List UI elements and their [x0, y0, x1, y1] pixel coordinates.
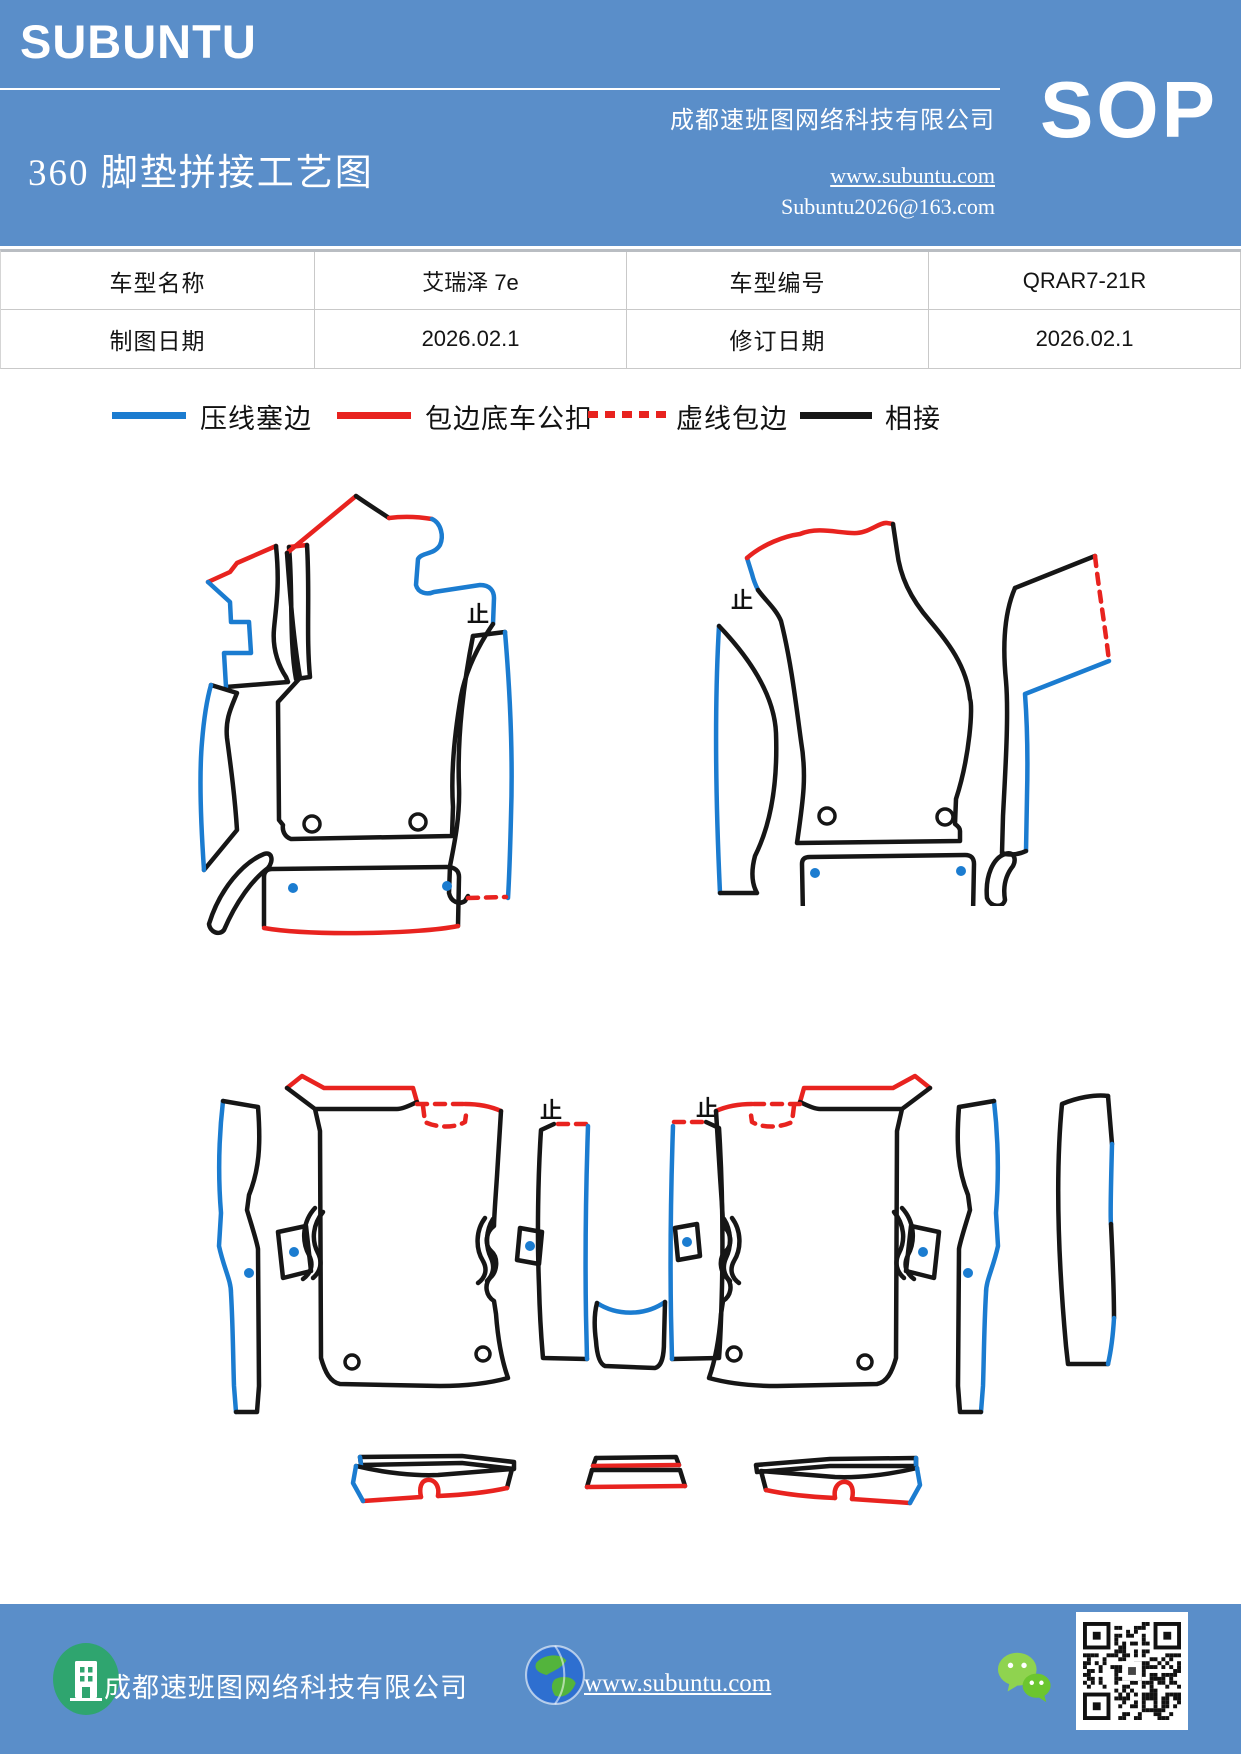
- snap-dot: [682, 1237, 692, 1247]
- mat-piece-small-hook: [984, 851, 1017, 906]
- header-divider: [0, 88, 1000, 90]
- mounting-hole: [817, 806, 837, 826]
- table-cell-model-code-value: QRAR7-21R: [929, 252, 1241, 310]
- mounting-hole: [474, 1345, 492, 1363]
- mat-piece-left-strip: [198, 682, 240, 873]
- mat-rear-left: [284, 1073, 545, 1389]
- footer-banner: 成都速班图网络科技有限公司 www.subuntu.com: [0, 1604, 1241, 1754]
- mat-piece-right-strip: 止: [446, 602, 514, 905]
- mounting-hole: [725, 1345, 743, 1363]
- mat-piece-right-wing: [999, 553, 1112, 857]
- mat-rear-right: [672, 1073, 933, 1389]
- mat-piece-far-right-strip: [1055, 1093, 1117, 1367]
- snap-dot: [288, 883, 298, 893]
- header-company-name: 成都速班图网络科技有限公司: [670, 108, 995, 134]
- building-icon: [53, 1643, 119, 1715]
- mat-piece-heel-pad: [261, 864, 462, 936]
- mounting-hole: [408, 812, 428, 832]
- legend-label-joint: 相接: [885, 404, 941, 434]
- table-cell-draw-date-label: 制图日期: [1, 310, 315, 368]
- header-website-link[interactable]: www.subuntu.com: [830, 163, 995, 188]
- snap-dot: [442, 881, 452, 891]
- snap-dot: [244, 1268, 254, 1278]
- table-cell-draw-date-value: 2026.02.1: [315, 310, 627, 368]
- mounting-hole: [343, 1353, 361, 1371]
- snap-dot: [525, 1241, 535, 1251]
- stop-mark: 止: [731, 588, 753, 613]
- mat-piece-top-left-hook: [205, 543, 291, 690]
- table-cell-revise-date-label: 修订日期: [627, 310, 929, 368]
- diagram-front-driver-mat: 止: [160, 446, 610, 946]
- legend-label-press-edge: 压线塞边: [200, 404, 312, 434]
- snap-dot: [810, 868, 820, 878]
- snap-dot: [956, 866, 966, 876]
- bottom-strips-left: [350, 1453, 517, 1504]
- header-email: Subuntu2026@163.com: [781, 194, 995, 219]
- stop-mark: 止: [540, 1098, 562, 1123]
- wechat-icon: [997, 1652, 1051, 1703]
- snap-dot: [289, 1247, 299, 1257]
- sop-label: SOP: [1040, 65, 1218, 154]
- left-side-clips: [275, 1205, 326, 1282]
- vehicle-info-table: 车型名称 艾瑞泽 7e 车型编号 QRAR7-21R 制图日期 2026.02.…: [0, 249, 1241, 369]
- header-banner: SUBUNTU 360 脚垫拼接工艺图 成都速班图网络科技有限公司 www.su…: [0, 0, 1241, 246]
- legend-swatch-red-solid: [337, 412, 411, 419]
- mounting-hole: [935, 807, 955, 827]
- table-cell-model-code-label: 车型编号: [627, 252, 929, 310]
- stop-mark: 止: [696, 1096, 718, 1121]
- diagram-front-passenger-mat: 止: [635, 456, 1115, 906]
- mat-piece-right-outer-strip: [955, 1098, 1001, 1415]
- center-left-strip: 止: [535, 1098, 591, 1362]
- snap-dot: [918, 1247, 928, 1257]
- stop-mark: 止: [467, 602, 489, 627]
- mounting-hole: [302, 814, 322, 834]
- legend-label-dashed-binding: 虚线包边: [676, 404, 788, 434]
- table-cell-revise-date-value: 2026.02.1: [929, 310, 1241, 368]
- legend-swatch-black-solid: [800, 412, 872, 419]
- table-cell-model-name-label: 车型名称: [1, 252, 315, 310]
- mat-piece-left-strip: [713, 623, 779, 896]
- diagram-rear-mats: 止 止: [190, 1056, 1155, 1526]
- legend-label-binding-male-buckle: 包边底车公扣: [425, 404, 593, 434]
- page-title: 360 脚垫拼接工艺图: [28, 153, 374, 194]
- center-tunnel-pad: [592, 1299, 668, 1371]
- mounting-hole: [856, 1353, 874, 1371]
- right-side-clips: [891, 1205, 942, 1282]
- mat-piece-heel-pad: [799, 852, 977, 906]
- mat-main-outline: 止: [731, 520, 974, 846]
- footer-website-link[interactable]: www.subuntu.com: [584, 1670, 772, 1697]
- table-cell-model-name-value: 艾瑞泽 7e: [315, 252, 627, 310]
- snap-dot: [963, 1268, 973, 1278]
- bottom-strips-right: [753, 1455, 923, 1506]
- footer-company-name: 成都速班图网络科技有限公司: [104, 1673, 468, 1703]
- globe-icon: [525, 1645, 585, 1705]
- legend-swatch-red-dashed: [588, 411, 666, 418]
- brand-logo: SUBUNTU: [20, 15, 257, 68]
- legend-swatch-blue-solid: [112, 412, 186, 419]
- bottom-pads-center: [584, 1454, 688, 1490]
- mat-piece-left-outer-strip: [216, 1098, 262, 1415]
- qr-code: [1076, 1612, 1188, 1730]
